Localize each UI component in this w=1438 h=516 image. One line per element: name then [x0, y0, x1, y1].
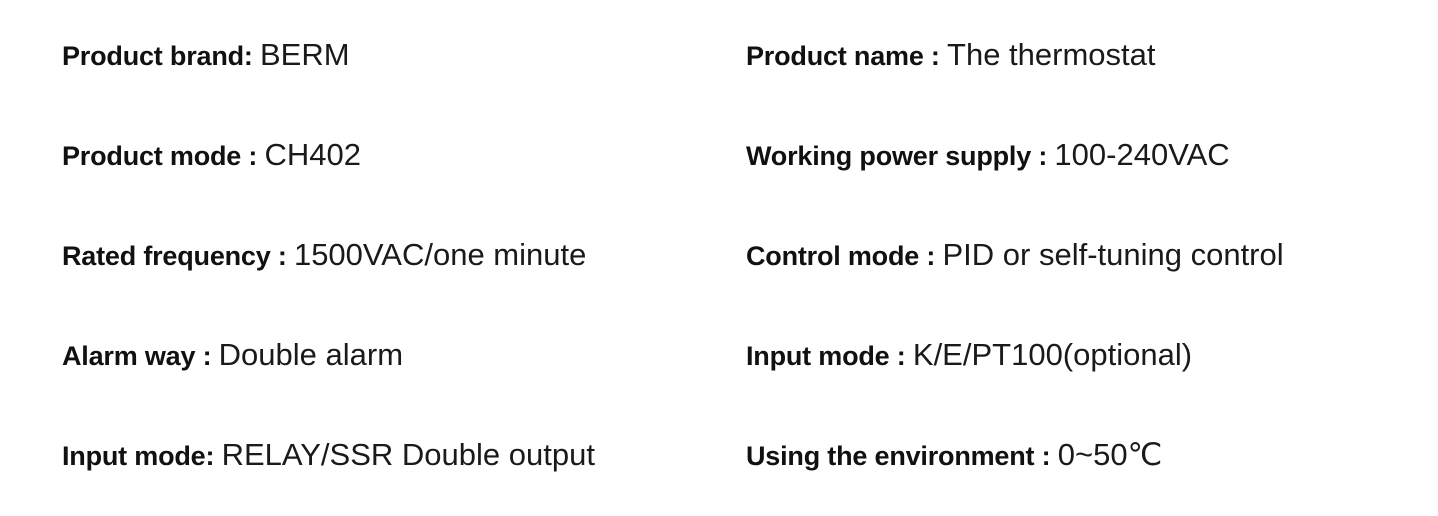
spec-rated-frequency: Rated frequency : 1500VAC/one minute [62, 225, 586, 286]
spec-row: Product mode : CH402 Working power suppl… [0, 125, 1438, 185]
spec-value: PID or self-tuning control [942, 237, 1284, 272]
spec-input-mode: Input mode : K/E/PT100(optional) [746, 325, 1192, 386]
spec-product-name: Product name : The thermostat [746, 25, 1156, 86]
spec-label: Rated frequency : [62, 241, 294, 271]
spec-using-environment: Using the environment : 0~50℃ [746, 425, 1162, 486]
spec-row: Alarm way : Double alarm Input mode : K/… [0, 325, 1438, 385]
spec-label: Input mode: [62, 441, 222, 471]
spec-label: Product mode : [62, 141, 265, 171]
spec-value: 1500VAC/one minute [293, 237, 587, 272]
spec-value: RELAY/SSR Double output [221, 437, 595, 472]
spec-value: 0~50℃ [1057, 437, 1163, 472]
spec-working-power-supply: Working power supply : 100-240VAC [746, 125, 1230, 186]
spec-label: Product name : [746, 41, 948, 71]
spec-control-mode: Control mode : PID or self-tuning contro… [746, 225, 1284, 286]
spec-row: Rated frequency : 1500VAC/one minute Con… [0, 225, 1438, 285]
spec-label: Input mode : [746, 341, 913, 371]
spec-value: K/E/PT100(optional) [912, 337, 1193, 372]
spec-label: Working power supply : [746, 141, 1055, 171]
spec-label: Using the environment : [746, 441, 1058, 471]
spec-value: The thermostat [947, 37, 1156, 72]
spec-row: Product brand: BERM Product name : The t… [0, 25, 1438, 85]
spec-product-brand: Product brand: BERM [62, 25, 350, 86]
spec-label: Product brand: [62, 41, 260, 71]
spec-value: Double alarm [218, 337, 404, 372]
spec-alarm-way: Alarm way : Double alarm [62, 325, 403, 386]
spec-product-mode: Product mode : CH402 [62, 125, 361, 186]
spec-label: Alarm way : [62, 341, 219, 371]
spec-output-mode: Input mode: RELAY/SSR Double output [62, 425, 595, 486]
spec-label: Control mode : [746, 241, 943, 271]
spec-value: 100-240VAC [1054, 137, 1230, 172]
spec-value: CH402 [264, 137, 362, 172]
spec-row: Input mode: RELAY/SSR Double output Usin… [0, 425, 1438, 485]
spec-value: BERM [260, 37, 350, 72]
